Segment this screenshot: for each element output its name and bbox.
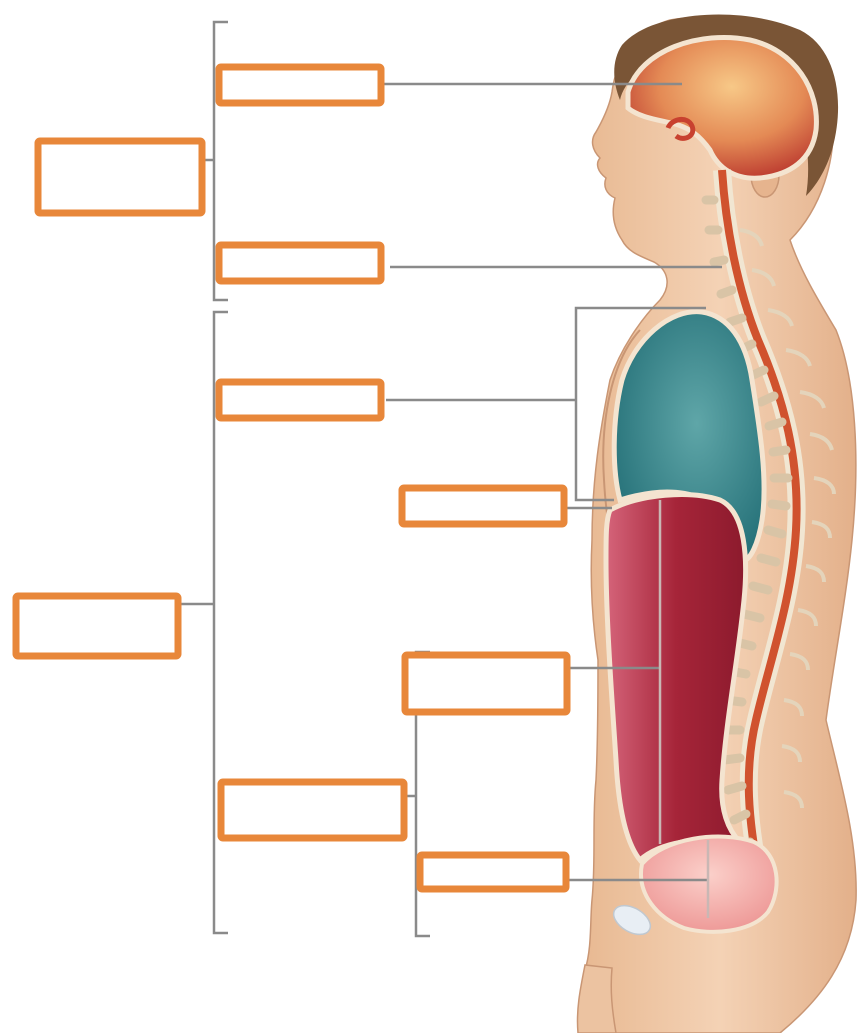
label-box-abdominal[interactable] [405,655,567,712]
label-box-dorsal[interactable] [38,141,202,213]
label-box-thoracic[interactable] [219,382,381,418]
label-box-pelvic[interactable] [420,855,566,889]
thigh-outline [577,965,616,1033]
label-box-ventral[interactable] [16,596,178,656]
abdominal-cavity [606,495,746,860]
label-boxes [16,67,567,889]
label-box-abdominopelvic[interactable] [221,782,404,838]
label-box-diaphragm[interactable] [402,488,564,524]
label-box-vertebral[interactable] [219,245,381,281]
label-box-cranial[interactable] [219,67,381,103]
